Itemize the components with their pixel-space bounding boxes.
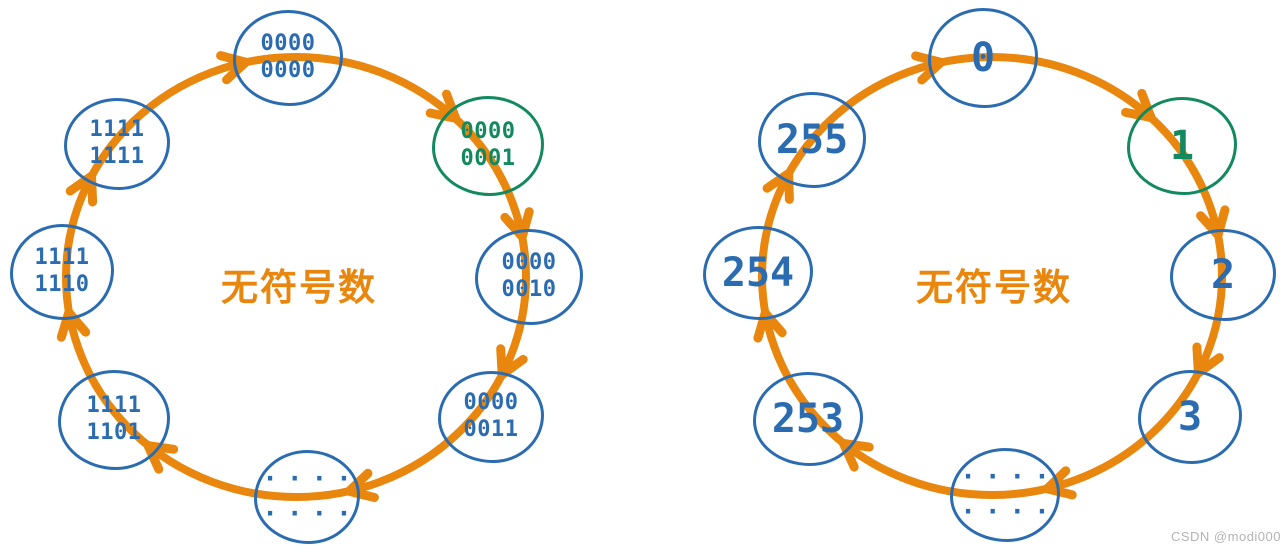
node-label-line: 0000 xyxy=(260,31,316,57)
node-label-line: ···· xyxy=(960,461,1059,492)
node-253: 253 xyxy=(753,372,863,466)
node-label-line: 1 xyxy=(1169,123,1195,169)
node-ellipsis: ···· ···· xyxy=(950,448,1060,542)
center-label-binary: 无符号数 xyxy=(221,266,377,309)
node-label-line: ···· xyxy=(262,499,361,529)
node-label-line: 1111 xyxy=(34,245,90,271)
node-label-line: 0000 xyxy=(260,58,316,83)
node-ellipsis: ···· ···· xyxy=(254,450,360,544)
watermark: CSDN @modi000 xyxy=(1170,529,1281,544)
node-label-line: 1101 xyxy=(86,420,142,445)
node-1: 1 xyxy=(1127,97,1237,195)
node-label-line: 0000 xyxy=(460,119,516,145)
node-254: 254 xyxy=(703,226,813,320)
node-3: 3 xyxy=(1138,370,1242,464)
node-label-line: 254 xyxy=(721,250,795,296)
node-2: 2 xyxy=(1170,229,1276,321)
node-label-line: 1111 xyxy=(89,117,145,143)
node-0: 0 xyxy=(928,8,1038,108)
node-label-line: 0010 xyxy=(501,277,557,302)
node-255: 255 xyxy=(758,92,866,188)
node-label-line: 0011 xyxy=(463,417,519,442)
node-label-line: 1111 xyxy=(86,393,142,419)
node-label-line: 2 xyxy=(1210,252,1236,298)
node-label-line: 3 xyxy=(1177,394,1203,440)
node-label-line: ···· xyxy=(262,463,361,494)
node-label-line: 1111 xyxy=(89,144,145,169)
node-label-line: 0 xyxy=(970,35,996,81)
node-label-line: 1110 xyxy=(34,272,90,297)
node-label-line: 0001 xyxy=(460,146,516,171)
node-label-line: 0000 xyxy=(463,390,519,416)
center-label-decimal: 无符号数 xyxy=(916,266,1072,309)
node-label-line: 253 xyxy=(771,396,845,442)
node-label-line: 0000 xyxy=(501,250,557,276)
node-label-line: ···· xyxy=(960,497,1059,527)
node-label-line: 255 xyxy=(775,117,849,163)
